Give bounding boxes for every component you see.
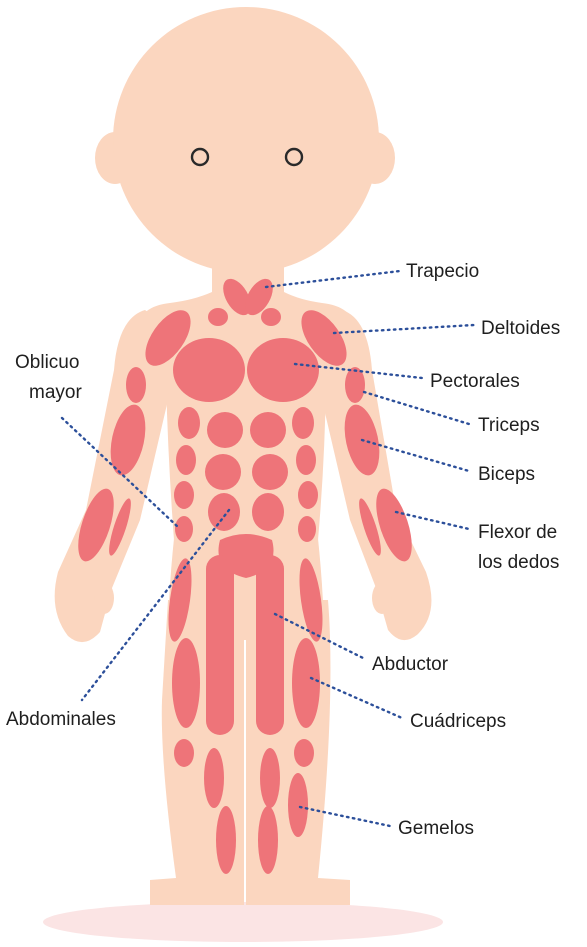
- label-trapecio: Trapecio: [406, 261, 479, 282]
- label-oblicuo-line1: Oblicuo: [15, 352, 79, 373]
- left-adductor-muscle: [206, 555, 234, 735]
- left-oblique-muscle: [175, 516, 193, 542]
- ground-shadow: [43, 902, 443, 942]
- label-deltoides: Deltoides: [481, 318, 560, 339]
- left-thumb: [94, 582, 114, 614]
- leader-trapecio: [266, 271, 400, 287]
- label-flexor-line2: los dedos: [478, 552, 559, 573]
- right-pectoral-muscle: [247, 338, 319, 402]
- left-pectoral-muscle: [173, 338, 245, 402]
- label-triceps: Triceps: [478, 415, 540, 436]
- label-flexor-line1: Flexor de: [478, 522, 557, 543]
- right-thumb: [372, 582, 392, 614]
- right-knee: [294, 739, 314, 767]
- left-quadriceps-muscle: [172, 638, 200, 728]
- label-pectorales: Pectorales: [430, 371, 520, 392]
- head: [113, 7, 379, 273]
- label-abdominales: Abdominales: [6, 709, 116, 730]
- right-quadriceps-muscle: [292, 638, 320, 728]
- label-oblicuo-line2: mayor: [29, 382, 82, 403]
- label-cuadriceps: Cuádriceps: [410, 711, 506, 732]
- right-oblique-muscle: [298, 516, 316, 542]
- left-triceps-muscle: [126, 367, 146, 403]
- right-adductor-muscle: [256, 555, 284, 735]
- label-biceps: Biceps: [478, 464, 535, 485]
- label-abductor: Abductor: [372, 654, 449, 675]
- left-knee: [174, 739, 194, 767]
- label-gemelos: Gemelos: [398, 818, 474, 839]
